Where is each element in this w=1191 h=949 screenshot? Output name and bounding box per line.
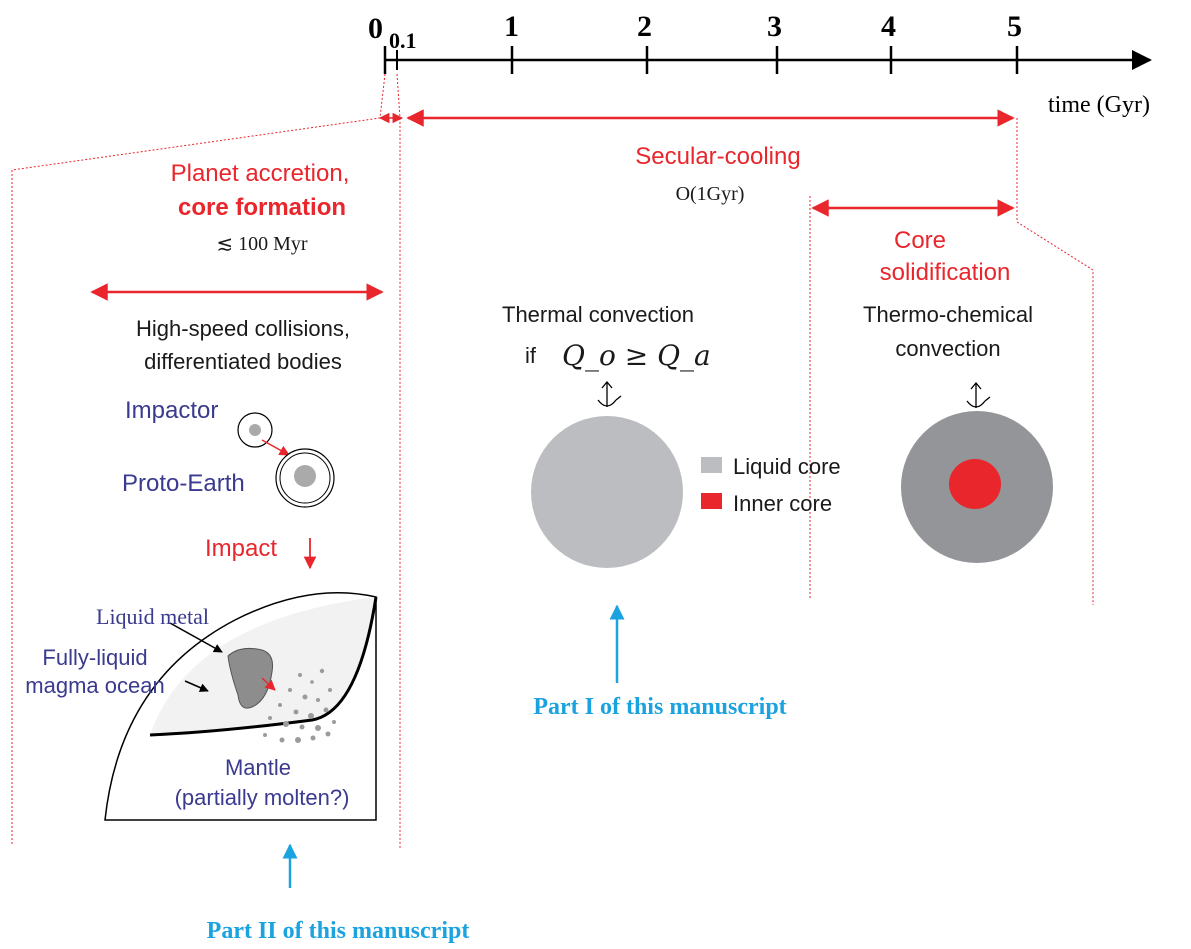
legend-inner-core-swatch <box>701 493 722 509</box>
part2-label: Part II of this manuscript <box>207 918 470 944</box>
phase1-accretion: Planet accretion, core formation ≲ 100 M… <box>25 160 469 944</box>
condition-formula: Q_o ≥ Q_a <box>562 339 711 372</box>
heat-flux-icon-1 <box>597 380 622 407</box>
secular-cooling-duration: O(1Gyr) <box>676 183 745 205</box>
phase2-secular-cooling: Secular-cooling O(1Gyr) Thermal convecti… <box>502 143 801 720</box>
proto-earth-core <box>294 465 316 487</box>
tick-label-0.1: 0.1 <box>389 28 417 53</box>
magma-ocean-line2: magma ocean <box>25 673 164 698</box>
secular-cooling-title: Secular-cooling <box>635 143 800 170</box>
impactor-core <box>249 424 261 436</box>
legend-inner-core-label: Inner core <box>733 491 832 516</box>
inner-core-sphere <box>949 459 1001 509</box>
legend-liquid-core-swatch <box>701 457 722 473</box>
accretion-title: Planet accretion, <box>171 160 350 187</box>
tick-label-3: 3 <box>767 10 782 43</box>
liquid-metal-blob <box>227 648 273 709</box>
tick-label-1: 1 <box>504 10 519 43</box>
liquid-core-sphere <box>531 416 683 568</box>
magma-ocean-pointer <box>184 680 209 692</box>
thermo-chemical-line1: Thermo-chemical <box>863 302 1033 327</box>
magma-ocean-boundary <box>149 596 378 737</box>
phase1-left-guide <box>11 73 386 845</box>
phase3-right-guide <box>1016 118 1094 605</box>
thermal-convection-label: Thermal convection <box>502 302 694 327</box>
proto-earth-shell <box>279 452 331 504</box>
liquid-metal-pointer <box>169 622 223 653</box>
impactor-arrow <box>261 439 290 456</box>
magma-ocean-line1: Fully-liquid <box>42 645 147 670</box>
collisions-line1: High-speed collisions, <box>136 316 350 341</box>
tick-label-4: 4 <box>881 10 896 43</box>
core-formation-title: core formation <box>178 194 346 221</box>
condition-if: if <box>525 343 537 368</box>
mantle-line1: Mantle <box>225 755 291 780</box>
impactor-label: Impactor <box>125 397 218 424</box>
tick-label-5: 5 <box>1007 10 1022 43</box>
core-solidification-line2: solidification <box>880 259 1011 286</box>
part1-label: Part I of this manuscript <box>533 694 786 720</box>
heat-flux-icon-2 <box>966 381 991 408</box>
impact-label: Impact <box>205 535 277 562</box>
metal-droplets <box>263 668 336 743</box>
time-axis-label: time (Gyr) <box>1048 92 1150 118</box>
proto-earth-label: Proto-Earth <box>122 470 245 497</box>
metal-sinking-arrow <box>261 677 276 691</box>
phase3-core-solidification: Core solidification Thermo-chemical conv… <box>863 227 1053 563</box>
time-axis: 0 0.1 1 2 3 4 5 time (Gyr) <box>368 10 1152 118</box>
legend-liquid-core-label: Liquid core <box>733 454 841 479</box>
thermo-chemical-line2: convection <box>895 336 1000 361</box>
phase1-right-guide <box>396 73 401 850</box>
duration-arrows <box>90 109 1015 301</box>
legend: Liquid core Inner core <box>701 454 841 516</box>
core-solidification-line1: Core <box>894 227 946 254</box>
mantle-line2: (partially molten?) <box>175 785 350 810</box>
tick-label-2: 2 <box>637 10 652 43</box>
liquid-metal-label: Liquid metal <box>96 604 209 629</box>
tick-label-0: 0 <box>368 12 383 45</box>
collisions-line2: differentiated bodies <box>144 349 342 374</box>
accretion-duration: ≲ 100 Myr <box>216 233 308 255</box>
